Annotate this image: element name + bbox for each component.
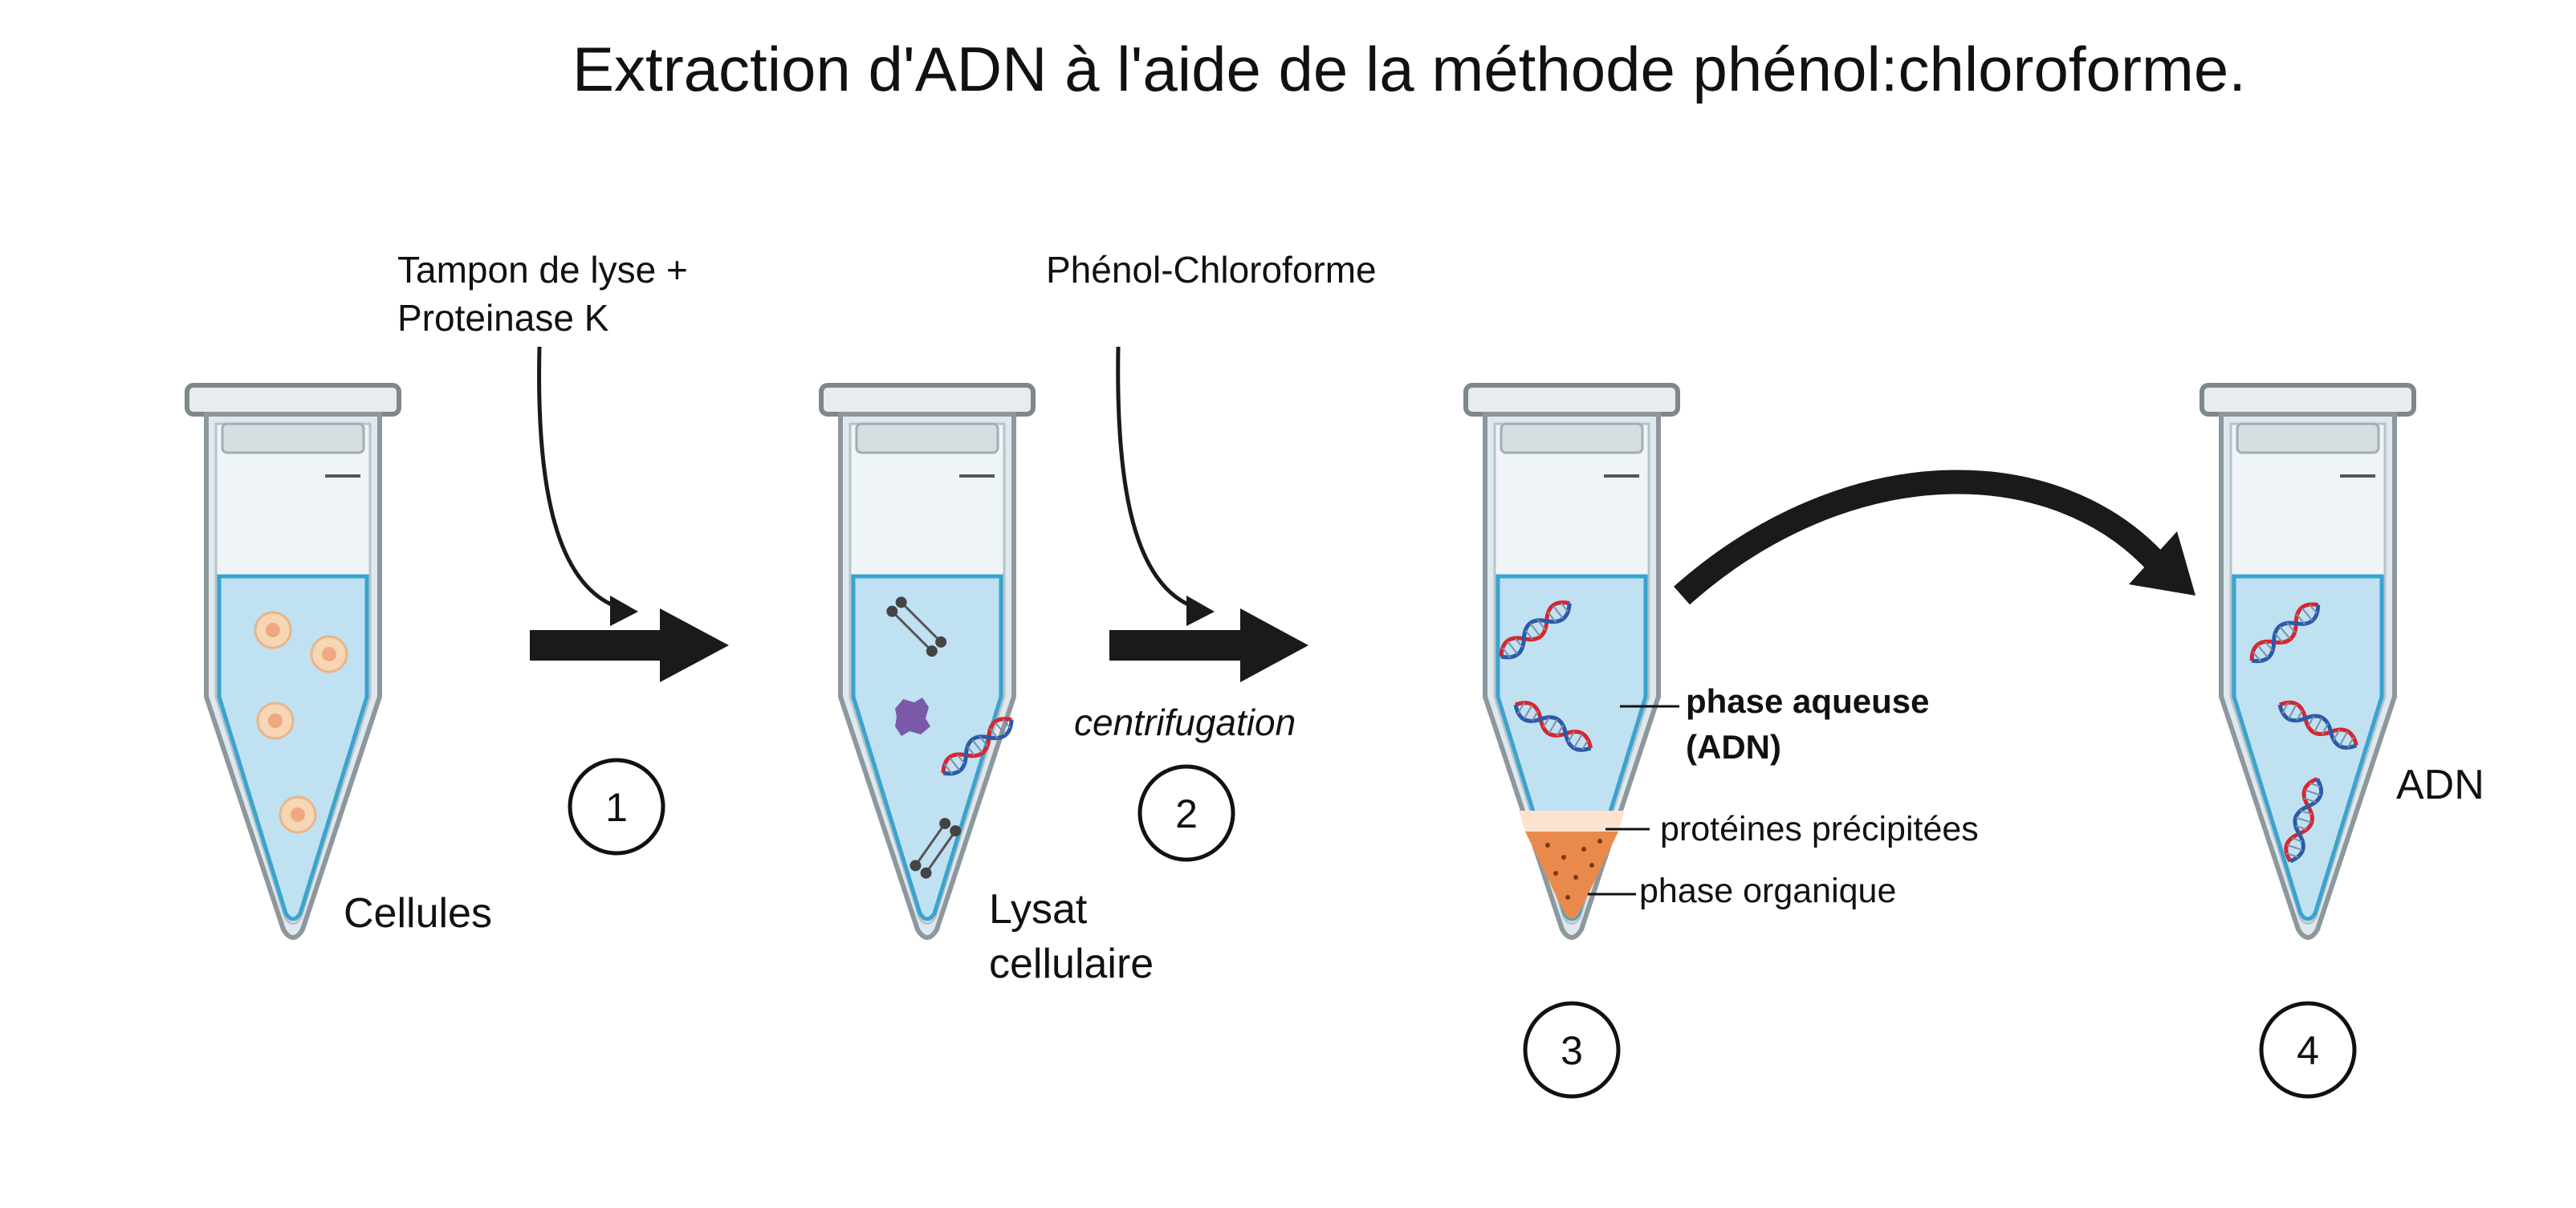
cell-icon bbox=[310, 635, 348, 673]
page-title: Extraction d'ADN à l'aide de la méthode … bbox=[572, 34, 2246, 104]
lipid-membrane-fragment-icon bbox=[886, 596, 947, 657]
aqueous-phase-label-line1: phase aqueuse bbox=[1686, 682, 1929, 720]
step-2-badge bbox=[1137, 764, 1235, 862]
step-1-number: 1 bbox=[605, 785, 628, 830]
reagent-addition-curve bbox=[537, 346, 629, 612]
proteins-label: protéines précipitées bbox=[1660, 810, 1979, 848]
curved-transfer-arrowhead bbox=[2129, 531, 2196, 596]
aqueous-phase-label-line2: (ADN) bbox=[1686, 728, 1781, 766]
curved-transfer-arrow-icon bbox=[1674, 470, 2169, 605]
step-1-reagent-line2: Proteinase K bbox=[397, 297, 609, 339]
tube-4-label: ADN bbox=[2396, 762, 2484, 808]
tube-2-label-line2: cellulaire bbox=[989, 941, 1154, 987]
organic-phase-label: phase organique bbox=[1639, 872, 1896, 910]
cell-icon bbox=[279, 795, 317, 834]
cell-icon bbox=[256, 702, 295, 740]
step-2-number: 2 bbox=[1175, 791, 1198, 836]
organic-phase bbox=[1525, 832, 1618, 919]
tube-4-dna bbox=[2202, 385, 2414, 938]
step-2-reagent: Phénol-Chloroforme bbox=[1046, 249, 1377, 291]
reagent-addition-arrowhead bbox=[1186, 596, 1215, 626]
step-3-badge bbox=[1523, 1001, 1621, 1099]
tube-2-lysate bbox=[821, 385, 1033, 938]
organic-phase-specks bbox=[1545, 839, 1602, 900]
process-arrow-icon bbox=[1109, 608, 1308, 682]
reagent-addition-arrowhead bbox=[610, 596, 638, 626]
tube-1-label: Cellules bbox=[344, 890, 492, 937]
tube-1-cells bbox=[187, 385, 399, 938]
cell-icon bbox=[254, 611, 292, 649]
step-1-reagent-line1: Tampon de lyse + bbox=[397, 249, 688, 291]
step-4-number: 4 bbox=[2297, 1028, 2319, 1073]
liquid-layer bbox=[219, 576, 367, 919]
tube-2-label-line1: Lysat bbox=[989, 886, 1088, 933]
process-arrow-icon bbox=[530, 608, 729, 682]
step-3-number: 3 bbox=[1561, 1028, 1583, 1073]
protein-debris-icon bbox=[895, 698, 930, 736]
protein-layer bbox=[1519, 811, 1625, 832]
step-4-badge bbox=[2259, 1001, 2357, 1099]
lipid-membrane-fragment-icon bbox=[910, 817, 962, 879]
reagent-addition-curve bbox=[1116, 346, 1205, 612]
step-1-badge bbox=[568, 758, 665, 856]
step-2-note: centrifugation bbox=[1074, 702, 1296, 743]
liquid-layer bbox=[2234, 576, 2382, 919]
tube-3-phases bbox=[1466, 385, 1678, 938]
